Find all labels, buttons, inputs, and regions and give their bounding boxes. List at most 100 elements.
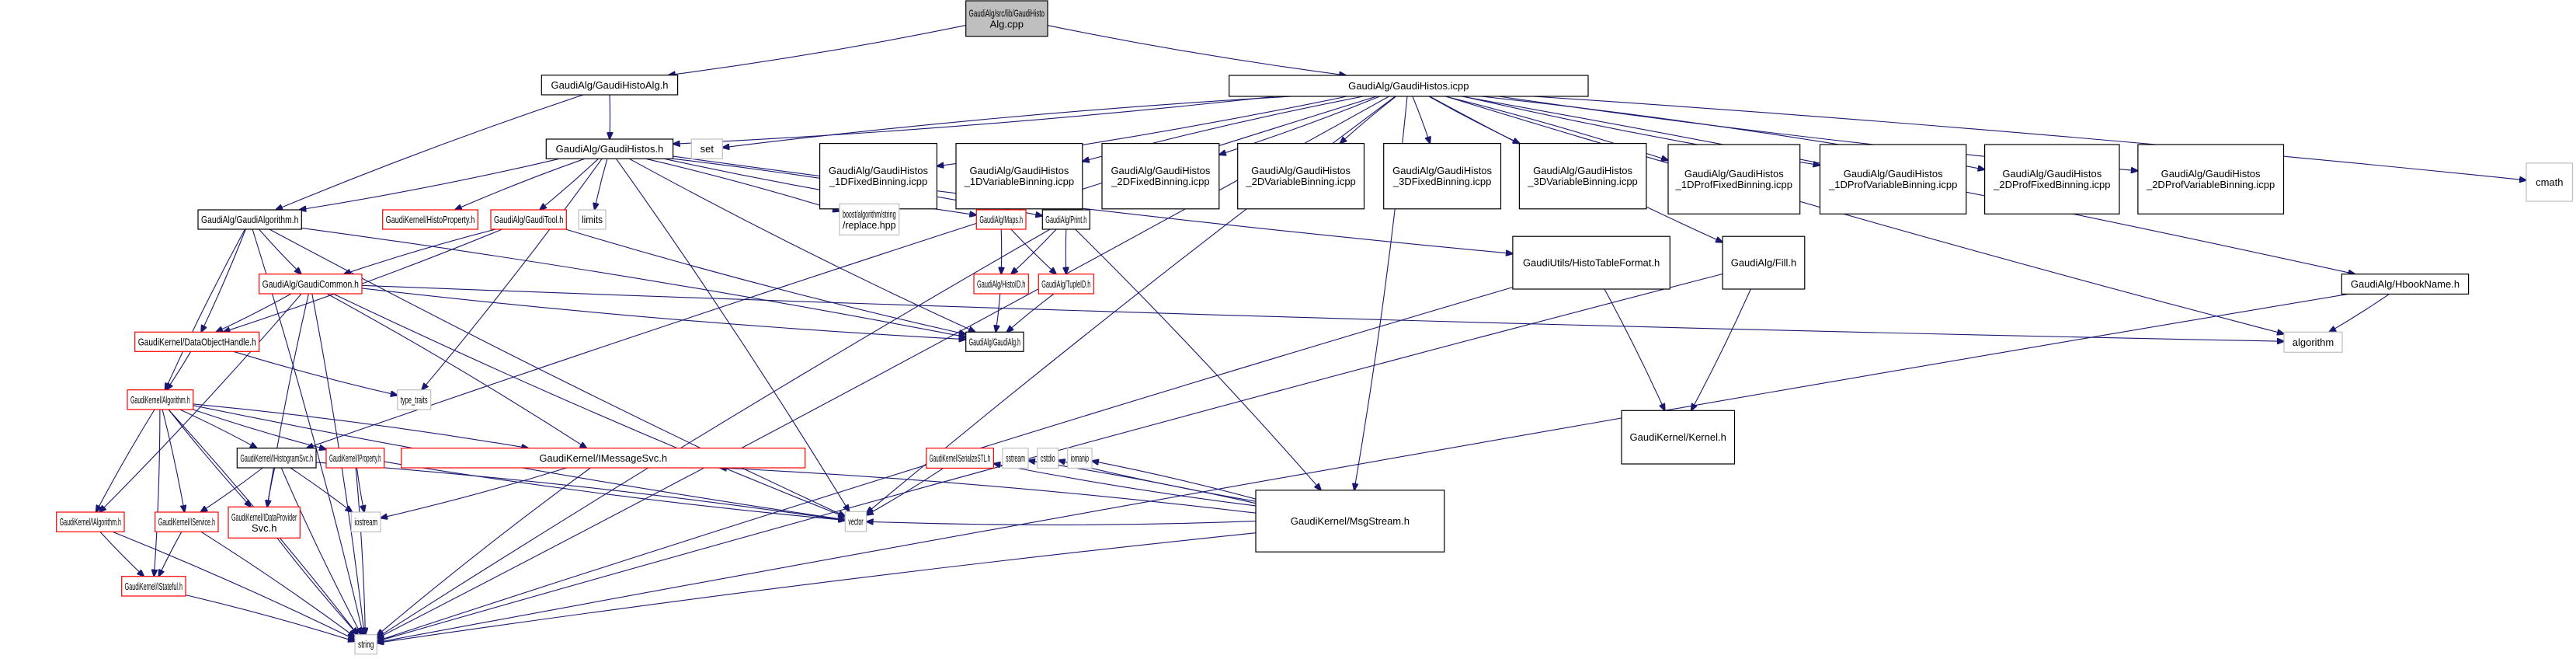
node-dataobjecthandle-h[interactable]: GaudiKernel/DataObjectHandle.h — [134, 331, 260, 352]
node-box — [401, 448, 806, 469]
node-fill-h[interactable]: GaudiAlg/Fill.h — [1722, 235, 1806, 290]
edge-GaudiHistos_icpp-to-GaudiHistos_h — [673, 96, 1276, 144]
node-box — [1067, 448, 1093, 469]
node-h1dprofvar[interactable]: GaudiAlg/GaudiHistos_1DProfVariableBinni… — [1819, 144, 1967, 214]
node-set: set — [690, 138, 723, 159]
node-box — [965, 0, 1048, 37]
node-label: _3DFixedBinning.icpp — [1392, 176, 1491, 187]
edge-IAlgorithm_h-to-string — [112, 531, 355, 640]
node-label: GaudiAlg/GaudiHistos — [2161, 168, 2261, 180]
node-box — [325, 448, 385, 469]
node-iomanip: iomanip — [1067, 448, 1093, 469]
edge-GaudiAlgorithm_h-to-Algorithm_h — [165, 228, 245, 390]
node-gaudihistoalg-h[interactable]: GaudiAlg/GaudiHistoAlg.h — [541, 75, 679, 96]
node-iproperty-h[interactable]: GaudiKernel/IProperty.h — [325, 448, 385, 469]
node-gaudicommon-h[interactable]: GaudiAlg/GaudiCommon.h — [259, 274, 363, 295]
node-box — [56, 511, 125, 532]
node-label: GaudiKernel/IDataProvider — [231, 511, 297, 523]
edge-GaudiCommon_h-to-DataObjectHandle_h — [216, 293, 292, 332]
node-h3dvar[interactable]: GaudiAlg/GaudiHistos_3DVariableBinning.i… — [1518, 143, 1647, 210]
node-label: GaudiUtils/HistoTableFormat.h — [1523, 257, 1660, 269]
edge-GaudiTool_h-to-GaudiAlg_h — [565, 228, 965, 334]
node-box — [1621, 410, 1736, 465]
node-serializestl-h[interactable]: GaudiKernel/SerializeSTL.h — [926, 448, 994, 469]
node-box — [155, 511, 219, 532]
node-sstream: sstream — [1002, 448, 1029, 469]
node-box — [2341, 274, 2470, 295]
nodes-layer: GaudiAlg/src/lib/GaudiHistoAlg.cppGaudiA… — [56, 0, 2574, 655]
edge-IProperty_h-to-vector — [384, 461, 846, 520]
node-maps-h[interactable]: GaudiAlg/Maps.h — [975, 209, 1027, 230]
node-msgstream-h[interactable]: GaudiKernel/MsgStream.h — [1255, 490, 1445, 553]
edge-HbookName_h-to-string — [377, 293, 2349, 642]
node-box — [1984, 144, 2120, 214]
edge-HbookName_h-to-algorithm — [2329, 293, 2390, 332]
node-tupleid-h[interactable]: GaudiAlg/TupleID.h — [1038, 274, 1094, 295]
edge-SerializeSTL_h-to-vector — [867, 467, 944, 515]
edge-GaudiHistos_h-to-boost_replace — [645, 158, 840, 211]
node-box — [1237, 143, 1365, 210]
edge-GaudiAlgorithm_h-to-DataObjectHandle_h — [201, 228, 246, 332]
node-box — [545, 138, 674, 159]
node-label: GaudiAlg/GaudiHistos — [1844, 168, 1943, 180]
node-box — [955, 143, 1083, 210]
node-box — [541, 75, 679, 96]
edge-GaudiCommon_h-to-IMessageSvc_h — [326, 293, 586, 448]
node-h1dproffixed[interactable]: GaudiAlg/GaudiHistos_1DProfFixedBinning.… — [1667, 144, 1801, 214]
node-iservice-h[interactable]: GaudiKernel/IService.h — [155, 511, 219, 532]
node-label: string — [358, 639, 374, 650]
node-label: Alg.cpp — [990, 18, 1024, 30]
node-box — [844, 511, 867, 532]
node-gaudihistos-icpp[interactable]: GaudiAlg/GaudiHistos.icpp — [1229, 75, 1589, 97]
edge-IProperty_h-to-iostream — [356, 467, 365, 512]
edge-GaudiTool_h-to-GaudiCommon_h — [344, 228, 496, 274]
node-box — [2283, 331, 2343, 353]
edge-IStateful_h-to-string — [185, 594, 355, 642]
node-hbookname-h[interactable]: GaudiAlg/HbookName.h — [2341, 274, 2470, 295]
node-cmath: cmath — [2526, 162, 2574, 202]
node-ihistogramsvc-h[interactable]: GaudiKernel/IHistogramSvc.h — [236, 448, 317, 469]
node-gaudialg-h[interactable]: GaudiAlg/GaudiAlg.h — [965, 331, 1024, 352]
node-algorithm-h[interactable]: GaudiKernel/Algorithm.h — [127, 389, 194, 410]
edge-Print_h-to-MsgStream_h — [1075, 228, 1321, 490]
node-imessagesvc-h[interactable]: GaudiKernel/IMessageSvc.h — [401, 448, 806, 469]
node-label: GaudiKernel/Algorithm.h — [130, 394, 190, 406]
node-label: set — [700, 143, 714, 155]
edge-GaudiCommon_h-to-algorithm — [361, 284, 2284, 341]
node-box — [578, 209, 607, 230]
edge-GaudiHistos_h-to-type_traits — [422, 158, 603, 389]
node-vector: vector — [844, 511, 867, 532]
node-label: GaudiKernel/DataObjectHandle.h — [138, 336, 256, 347]
node-label: _2DProfFixedBinning.icpp — [1993, 179, 2110, 190]
node-kernel-h[interactable]: GaudiKernel/Kernel.h — [1621, 410, 1736, 465]
node-label: GaudiAlg/GaudiHistos — [1111, 165, 1210, 176]
node-h3dfixed[interactable]: GaudiAlg/GaudiHistos_3DFixedBinning.icpp — [1383, 143, 1502, 210]
node-histotableformat-h[interactable]: GaudiUtils/HistoTableFormat.h — [1512, 235, 1670, 290]
node-gauditool-h[interactable]: GaudiAlg/GaudiTool.h — [490, 209, 567, 230]
node-h2dproffixed[interactable]: GaudiAlg/GaudiHistos_2DProfFixedBinning.… — [1984, 144, 2120, 214]
node-h2dprofvar[interactable]: GaudiAlg/GaudiHistos_2DProfVariableBinni… — [2137, 144, 2285, 214]
edge-IMessageSvc_h-to-iostream — [381, 467, 567, 518]
edge-GaudiHistoAlg_h-to-GaudiAlgorithm_h — [276, 94, 584, 210]
edge-IService_h-to-string — [200, 531, 355, 636]
edge-GaudiHistos_h-to-limits — [595, 159, 608, 210]
node-ialgorithm-h[interactable]: GaudiKernel/IAlgorithm.h — [56, 511, 125, 532]
node-istateful-h[interactable]: GaudiKernel/IStateful.h — [121, 576, 186, 597]
edge-GaudiHistos_h-to-GaudiAlg_h — [629, 158, 975, 332]
node-label: iostream — [354, 516, 377, 528]
edge-GaudiAlgorithm_h-to-vector — [269, 228, 846, 516]
node-histoid-h[interactable]: GaudiAlg/HistoID.h — [973, 274, 1029, 295]
node-label: GaudiAlg/GaudiCommon.h — [262, 278, 359, 290]
node-root[interactable]: GaudiAlg/src/lib/GaudiHistoAlg.cpp — [965, 0, 1048, 37]
node-h2dfixed[interactable]: GaudiAlg/GaudiHistos_2DFixedBinning.icpp — [1101, 143, 1220, 210]
node-h2dvar[interactable]: GaudiAlg/GaudiHistos_2DVariableBinning.i… — [1237, 143, 1365, 210]
node-histoproperty-h[interactable]: GaudiKernel/HistoProperty.h — [382, 209, 479, 230]
node-gaudialgorithm-h[interactable]: GaudiAlg/GaudiAlgorithm.h — [197, 209, 302, 230]
node-h1dvar[interactable]: GaudiAlg/GaudiHistos_1DVariableBinning.i… — [955, 143, 1083, 210]
node-print-h[interactable]: GaudiAlg/Print.h — [1041, 209, 1090, 230]
node-box — [1002, 448, 1029, 469]
node-box — [1037, 448, 1059, 469]
node-h1dfixed[interactable]: GaudiAlg/GaudiHistos_1DFixedBinning.icpp — [819, 143, 937, 210]
node-gaudihistos-h[interactable]: GaudiAlg/GaudiHistos.h — [545, 138, 674, 159]
